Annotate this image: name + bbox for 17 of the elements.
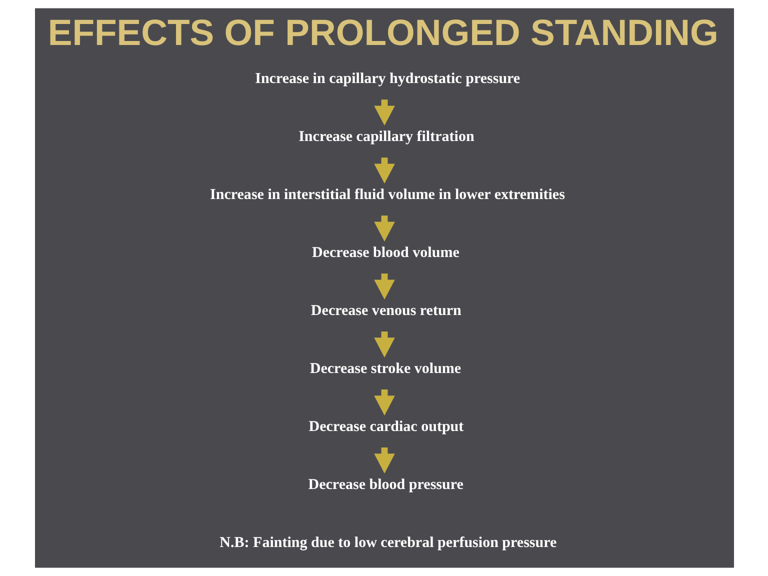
arrow (374, 158, 394, 184)
node-text: Increase in capillary hydrostatic pressure (254, 71, 520, 88)
node-text: Increase in interstitial fluid volume in lower extremities (210, 187, 564, 204)
node-text: Decrease cardiac output (308, 419, 464, 436)
arrow (374, 447, 394, 474)
arrow (374, 332, 394, 358)
label: N.B: Fainting due to low cerebral perfusion pressure (219, 534, 556, 551)
arrow (374, 390, 394, 416)
arrow (374, 216, 394, 242)
node-text: Increase capillary filtration (298, 129, 474, 146)
node-text: Decrease blood volume (312, 245, 459, 262)
node-text: Decrease stroke volume (309, 361, 461, 378)
node-text: Decrease blood pressure (308, 477, 463, 494)
arrow (374, 100, 394, 126)
node-text: Decrease venous return (310, 303, 461, 320)
diagram-title: EFFECTS OF PROLONGED STANDING (47, 12, 718, 54)
arrow (374, 274, 394, 300)
